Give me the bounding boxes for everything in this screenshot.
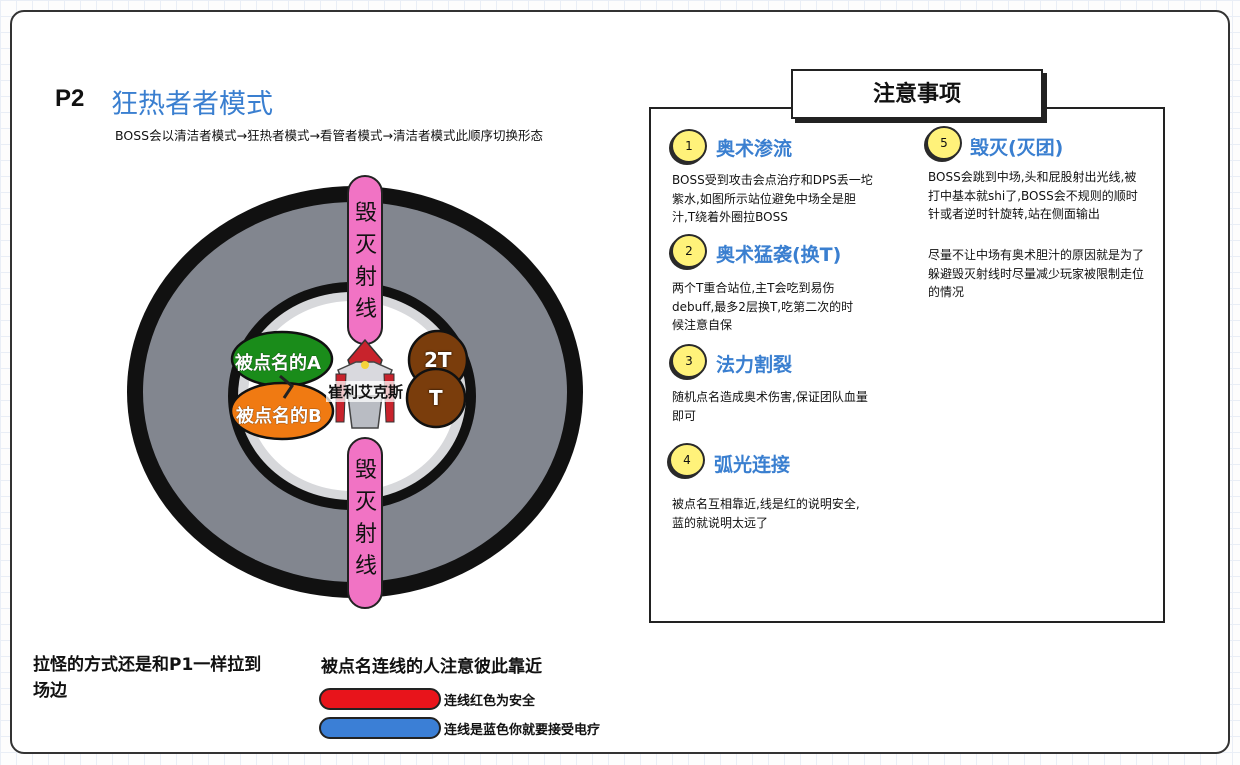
phase-order-subtitle: BOSS会以清洁者模式→狂热者模式→看管者模式→清洁者模式此顺序切换形态: [115, 128, 543, 143]
marker-b-oval: [229, 381, 335, 441]
badge-5-icon: 5: [926, 126, 962, 160]
item-2-body: 两个T重合站位,主T会吃到易伤debuff,最多2层换T,吃第二次的时候注意自保: [672, 281, 854, 332]
link-instruction: 被点名连线的人注意彼此靠近: [321, 657, 542, 677]
badge-1-icon: 1: [671, 129, 707, 163]
pull-instruction: 拉怪的方式还是和P1一样拉到场边: [33, 655, 262, 701]
marker-b-label: 被点名的B: [236, 406, 322, 427]
badge-3-icon: 3: [671, 344, 707, 378]
item-2-title: 奥术猛袭(换T): [716, 244, 842, 266]
notes-heading: 注意事项: [791, 69, 1043, 119]
legend-red-swatch: [319, 688, 441, 710]
legend-blue-swatch: [319, 717, 441, 739]
boss-name-label: 崔利艾克斯: [326, 381, 406, 402]
item-5-body: BOSS会跳到中场,头和屁股射出光线,被打中基本就shi了,BOSS会不规则的顺…: [928, 170, 1138, 221]
tank-2t-label: 2T: [424, 348, 452, 372]
badge-2-icon: 2: [671, 234, 707, 268]
link-line: [279, 374, 294, 399]
legend-red-text: 连线红色为安全: [444, 694, 536, 709]
marker-a-label: 被点名的A: [235, 353, 321, 374]
item-4-title: 弧光连接: [714, 454, 791, 476]
notes-panel: [649, 107, 1165, 623]
beam-top-label: 毁灭射线: [354, 201, 377, 322]
tank-t-circle: [405, 367, 467, 429]
legend-blue-text: 连线是蓝色你就要接受电疗: [444, 723, 601, 738]
item-4-body: 被点名互相靠近,线是红的说明安全,蓝的就说明太远了: [672, 497, 860, 530]
beam-bottom-label: 毁灭射线: [354, 458, 377, 579]
tank-t-label: T: [429, 386, 443, 410]
item-1-title: 奥术渗流: [716, 138, 793, 160]
item-3-body: 随机点名造成奥术伤害,保证团队血量即可: [672, 390, 868, 423]
phase-label: P2: [55, 85, 85, 112]
badge-4-icon: 4: [669, 443, 705, 477]
item-3-title: 法力割裂: [716, 354, 793, 376]
item-5-title: 毁灭(灭团): [970, 137, 1064, 159]
page-title: 狂热者者模式: [111, 89, 273, 120]
item-1-body: BOSS受到攻击会点治疗和DPS丢一坨紫水,如图所示站位避免中场全是胆汁,T绕着…: [672, 173, 873, 224]
beam-bottom: [347, 437, 383, 609]
item-5-body-extra: 尽量不让中场有奥术胆汁的原因就是为了躲避毁灭射线时尽量减少玩家被限制走位的情况: [928, 248, 1145, 299]
